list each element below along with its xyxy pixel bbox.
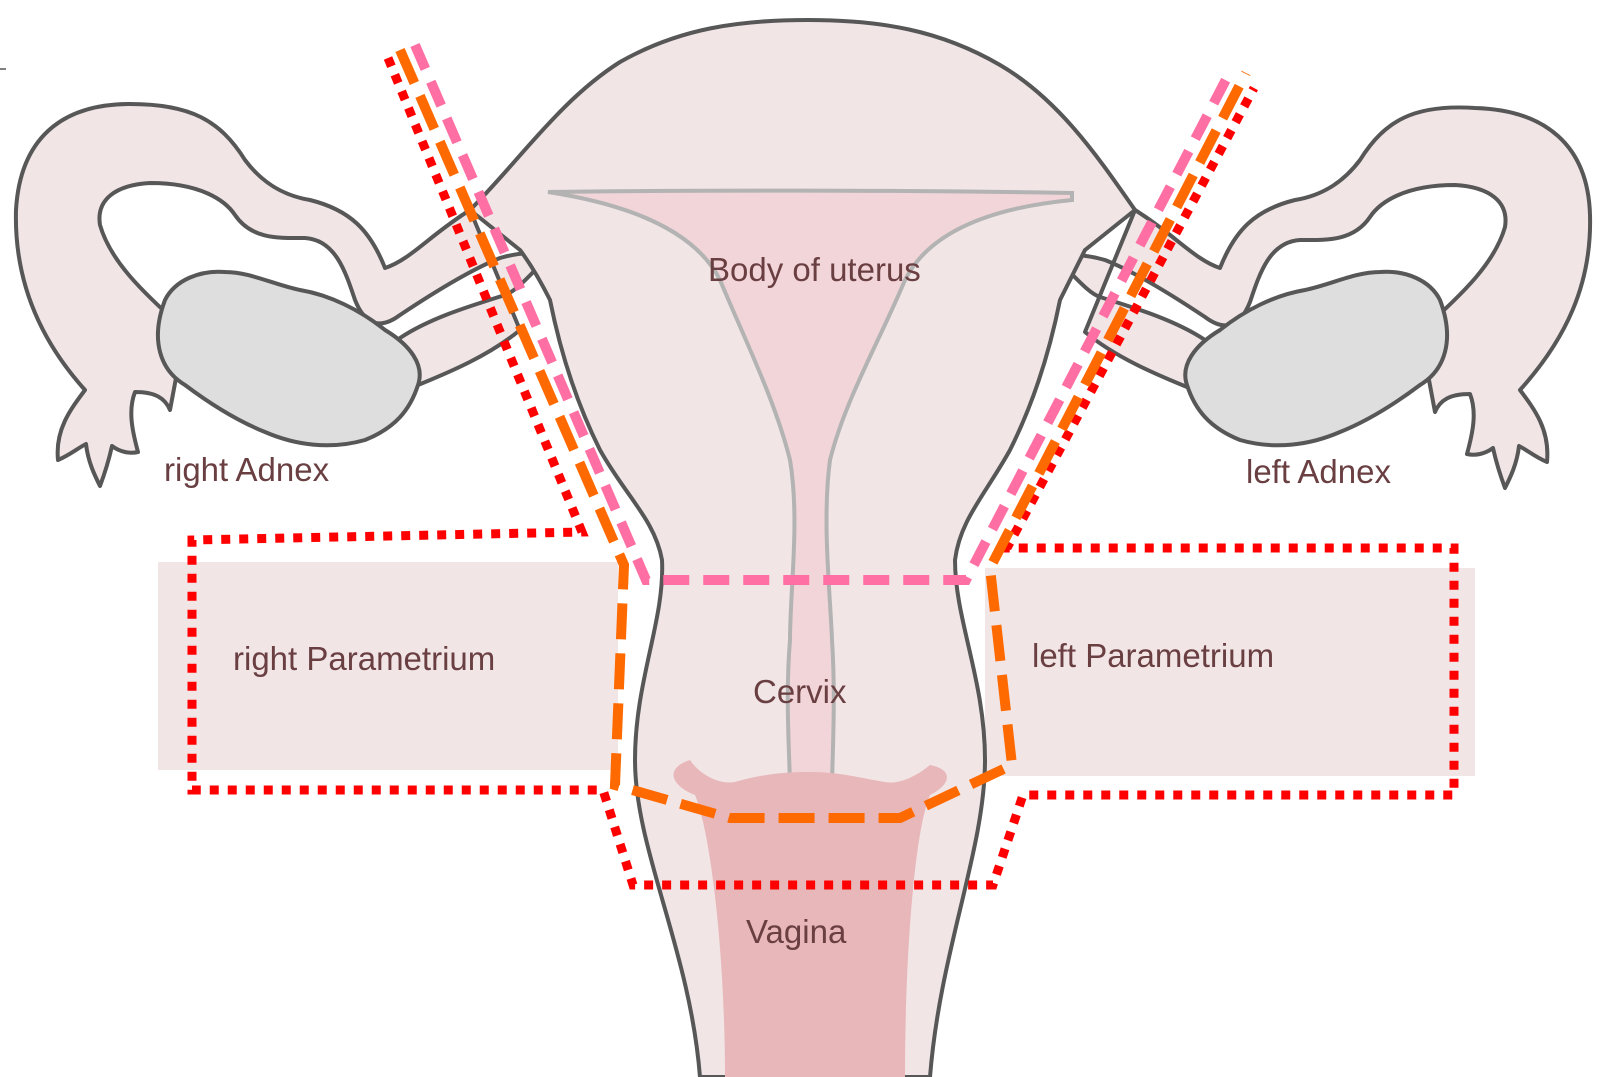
label-body-of-uterus: Body of uterus	[708, 251, 921, 288]
label-vagina: Vagina	[746, 913, 847, 950]
label-cervix: Cervix	[753, 673, 847, 710]
label-left-parametrium: left Parametrium	[1032, 637, 1274, 674]
label-right-adnex: right Adnex	[164, 451, 330, 488]
label-right-parametrium: right Parametrium	[233, 640, 495, 677]
label-left-adnex: left Adnex	[1246, 453, 1391, 490]
